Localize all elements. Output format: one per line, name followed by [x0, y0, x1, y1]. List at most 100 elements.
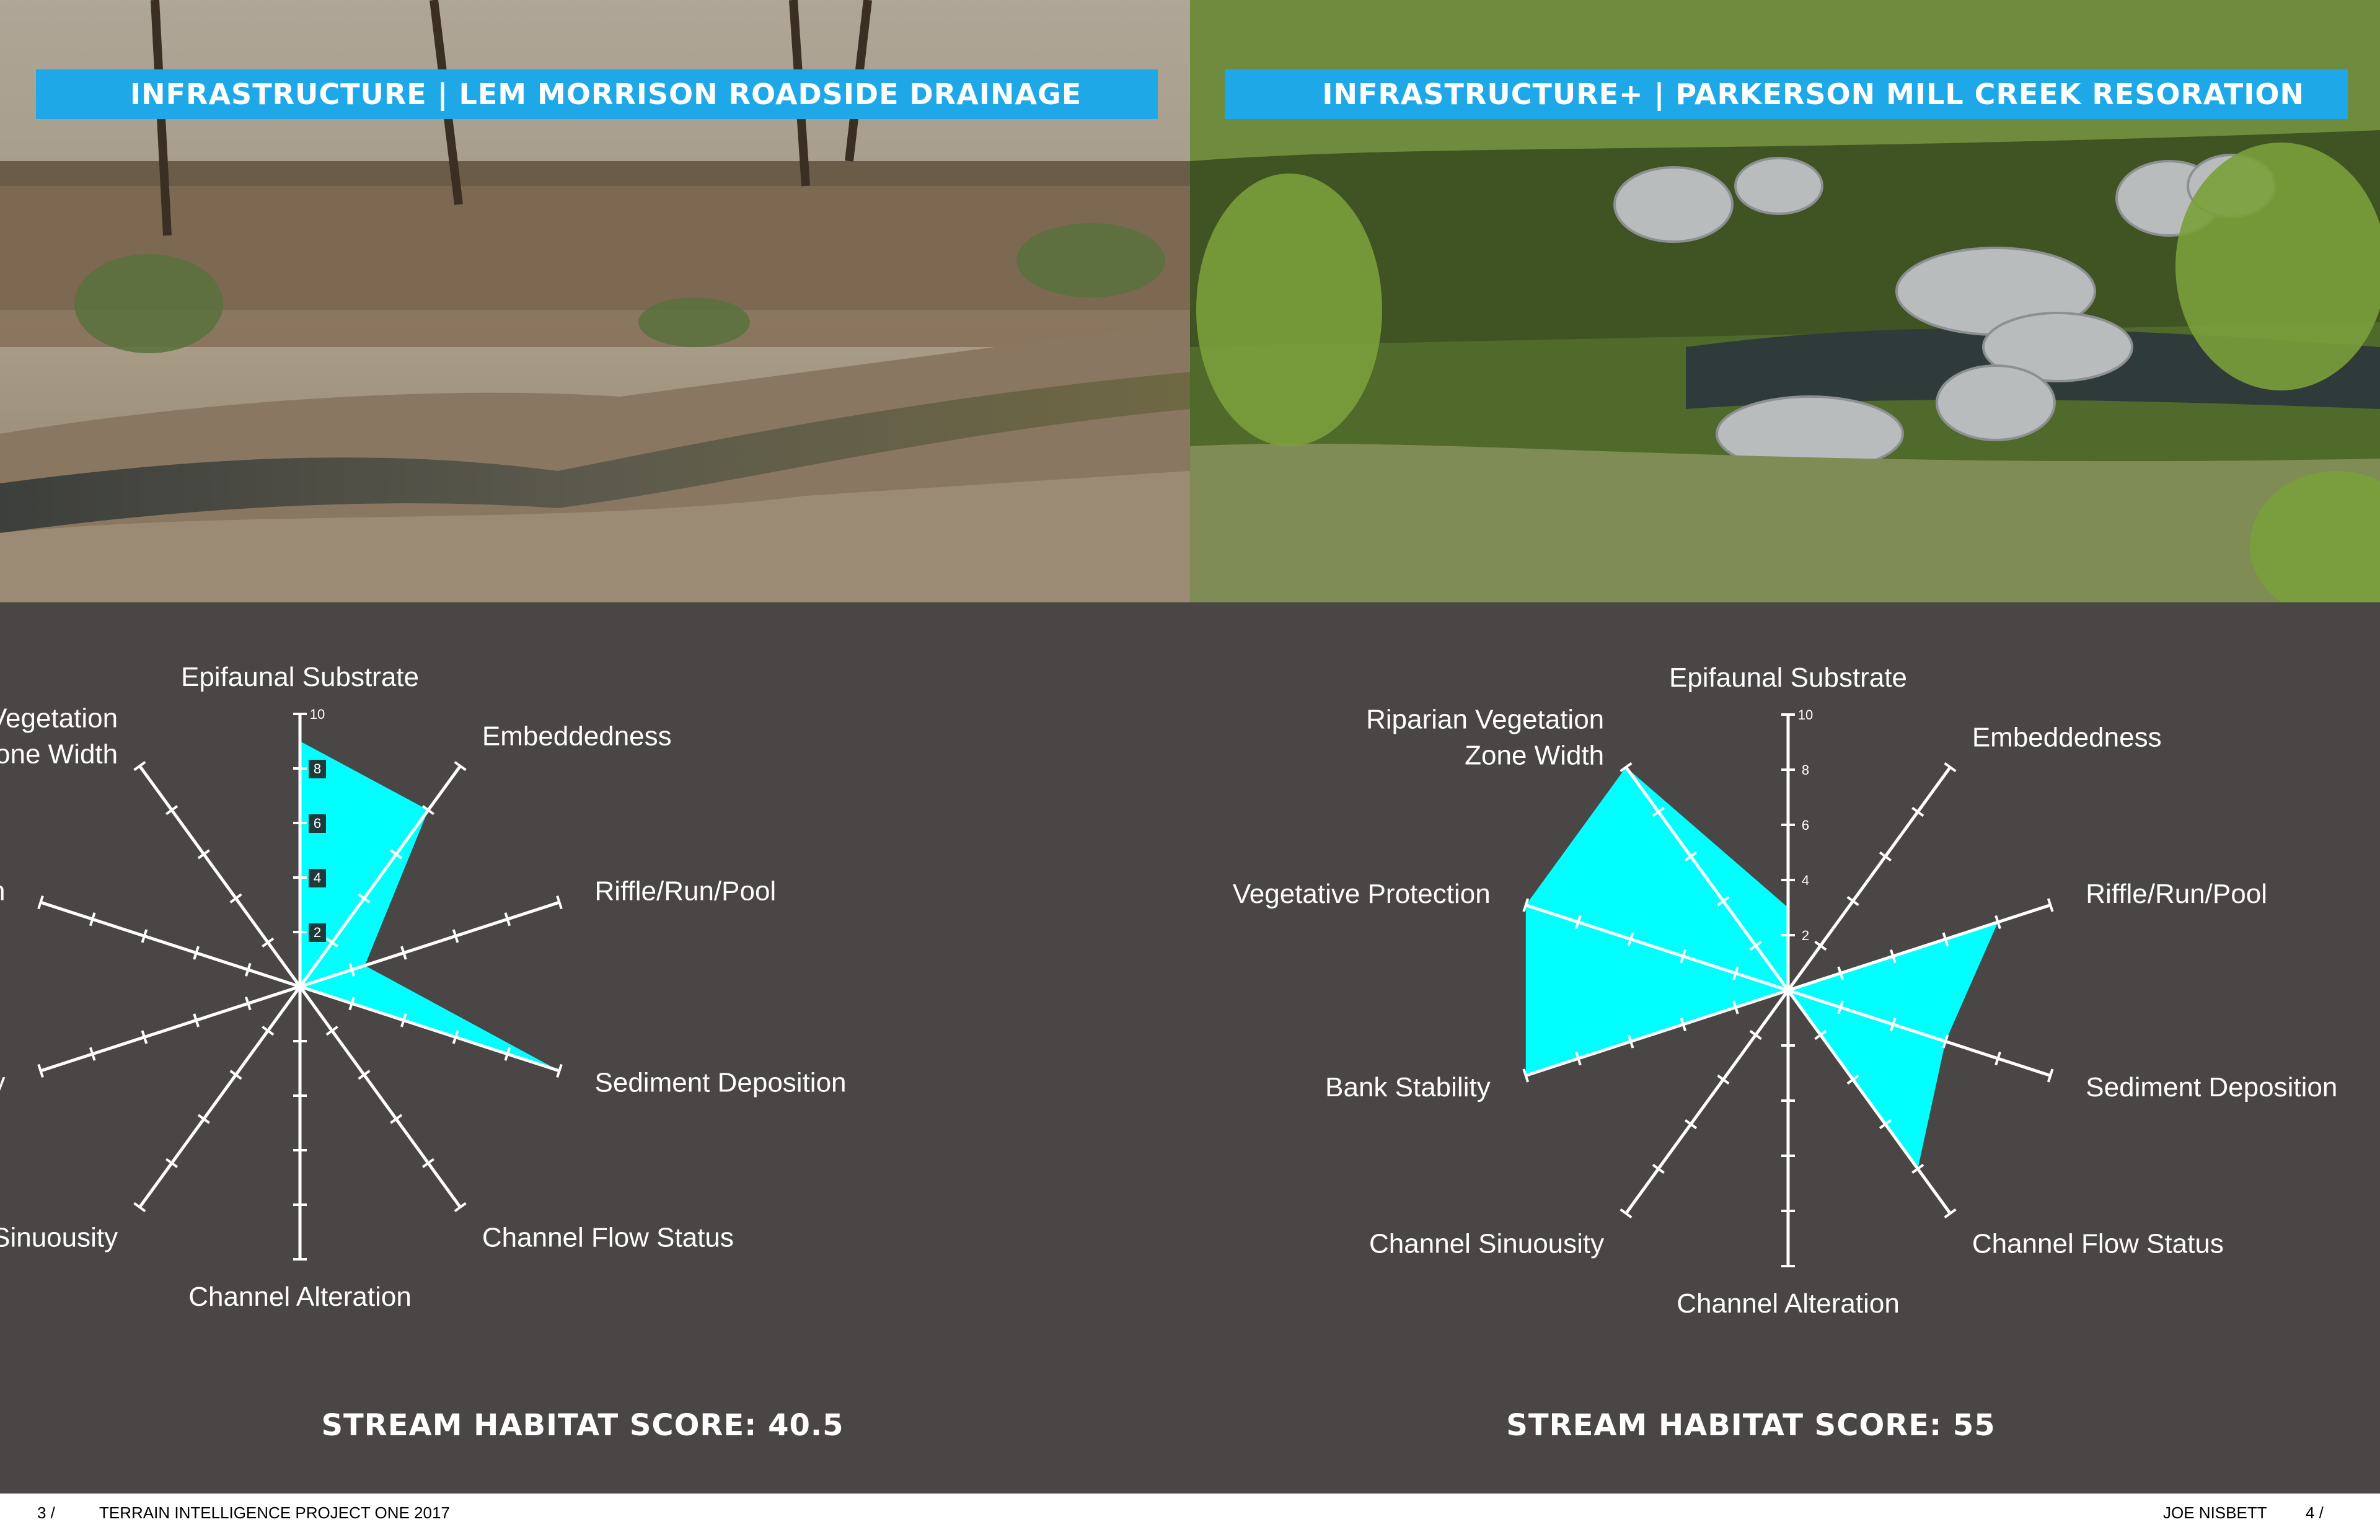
radar-tick-mark [141, 1030, 148, 1044]
radar-axis-sediment-deposition [299, 985, 560, 1073]
radar-axis-label-embeddedness: Embeddedness [1972, 722, 2162, 752]
radar-tick-mark [37, 895, 44, 910]
radar-tick-mark [2047, 898, 2054, 912]
radar-axis-bank-stability [40, 985, 301, 1073]
radar-tick-mark [452, 929, 459, 943]
radar-tick-mark [165, 1158, 178, 1168]
radar-axis-label-channel-sinuousity: Channel Sinuousity [0, 1223, 118, 1253]
radar-tick-mark [1575, 1051, 1582, 1066]
radar-tick-mark [504, 912, 511, 926]
radar-tick-mark [89, 912, 96, 926]
radar-axis-channel-flow-status [298, 985, 462, 1208]
radar-axis-label-epifaunal-substrate: Epifaunal Substrate [1669, 662, 1907, 693]
radar-tick-mark [1814, 1029, 1827, 1041]
radar-axis-embeddedness [1786, 766, 1952, 992]
radar-tick-mark [1627, 1034, 1634, 1049]
radar-tick-mark [348, 997, 355, 1011]
page-banner: INFRASTRUCTURE | LEM MORRISON ROADSIDE D… [36, 69, 1158, 119]
footer-author: JOE NISBETT [2163, 1503, 2267, 1522]
radar-tick-mark [193, 1013, 200, 1027]
radar-tick-mark [1684, 1119, 1698, 1130]
chart-panel [1190, 602, 2380, 1494]
radar-tick-mark [245, 997, 252, 1011]
radar-axis-channel-sinuousity [1624, 989, 1790, 1215]
radar-tick-mark [193, 946, 200, 960]
radar-axis-label-bank-stability: Bank Stability [0, 1068, 5, 1098]
radar-axis-label-vegetative-protection: Vegetative Protection [1233, 879, 1491, 909]
radar-tick-mark [1944, 1208, 1957, 1219]
radar-tick-mark [454, 760, 467, 772]
radar-tick-mark [1994, 915, 2001, 930]
radar-tick-mark [1889, 1017, 1897, 1032]
radar-tick-mark [197, 1114, 210, 1124]
radar-tick-label: 4 [1802, 873, 1809, 888]
radar-axis-label-channel-alteration: Channel Alteration [188, 1282, 412, 1312]
radar-tick-mark [1652, 806, 1665, 817]
radar-tick-mark [1680, 949, 1687, 964]
radar-tick-mark [1944, 762, 1957, 773]
radar-tick-mark [1652, 1163, 1665, 1174]
radar-tick-label: 10 [1798, 707, 1813, 723]
radar-tick-mark [556, 1063, 563, 1078]
radar-data-area [1525, 767, 1998, 1169]
radar-tick-mark [504, 1047, 511, 1061]
radar-tick-label: 6 [1802, 817, 1809, 833]
radar-tick-mark [556, 895, 563, 910]
radar-tick-mark [390, 1114, 403, 1124]
radar-tick-label: 10 [310, 706, 325, 722]
radar-tick-mark [1942, 932, 1949, 946]
radar-axis-riparian-vegetation-zone-width [1624, 766, 1790, 992]
radar-axis-label-epifaunal-substrate: Epifaunal Substrate [181, 662, 419, 692]
radar-tick-mark [358, 1070, 371, 1080]
stream-habitat-score: STREAM HABITAT SCORE: 40.5 [321, 1408, 844, 1443]
radar-axis-riparian-vegetation-zone-width [138, 765, 302, 988]
radar-tick-label: 8 [1802, 762, 1809, 778]
radar-data-area [209, 741, 560, 1071]
radar-tick-mark [165, 805, 178, 816]
radar-tick-mark [1814, 940, 1827, 951]
radar-tick-mark [1620, 762, 1633, 773]
radar-tick-label: 6 [314, 816, 321, 831]
radar-tick-mark [133, 760, 146, 772]
radar-tick-mark [1911, 1163, 1924, 1174]
radar-axis-label-channel-alteration: Channel Alteration [1677, 1288, 1900, 1319]
radar-tick-mark [1732, 1000, 1739, 1014]
radar-tick-label: 4 [314, 870, 321, 886]
radar-tick-mark [229, 893, 242, 904]
radar-tick-mark [262, 1026, 275, 1036]
radar-tick-mark [1994, 1051, 2001, 1066]
radar-axis-label-channel-sinuousity: Channel Sinuousity [1369, 1229, 1604, 1259]
radar-tick-mark [37, 1063, 44, 1078]
radar-tick-mark [245, 962, 252, 977]
radar-tick-mark [348, 962, 355, 977]
tick-label-box [309, 814, 326, 833]
radar-axis-riffle-run-pool [299, 900, 560, 988]
radar-tick-mark [1749, 1029, 1762, 1041]
radar-axis-embeddedness [298, 765, 462, 988]
radar-tick-mark [1620, 1208, 1633, 1219]
radar-tick-mark [1889, 949, 1897, 964]
radar-axis-label-sediment-deposition: Sediment Deposition [2086, 1072, 2337, 1102]
radar-tick-mark [229, 1070, 242, 1080]
radar-tick-mark [400, 1013, 407, 1027]
radar-axis-label-channel-flow-status: Channel Flow Status [482, 1223, 734, 1253]
radar-tick-mark [452, 1030, 459, 1044]
radar-tick-label: 2 [314, 925, 321, 940]
radar-axis-channel-flow-status [1786, 989, 1952, 1215]
radar-tick-mark [400, 946, 407, 960]
radar-tick-mark [133, 1202, 146, 1213]
radar-tick-mark [1732, 966, 1739, 980]
radar-axis-label-vegetative-protection: Vegetative Protection [0, 876, 5, 906]
radar-tick-mark [325, 937, 338, 948]
page-banner: INFRASTRUCTURE+ | PARKERSON MILL CREEK R… [1225, 69, 2348, 119]
radar-axis-riffle-run-pool [1787, 904, 2051, 992]
radar-tick-mark [1837, 1000, 1844, 1014]
radar-axis-label-riffle-run-pool: Riffle/Run/Pool [2086, 879, 2267, 909]
radar-tick-mark [1837, 966, 1844, 980]
